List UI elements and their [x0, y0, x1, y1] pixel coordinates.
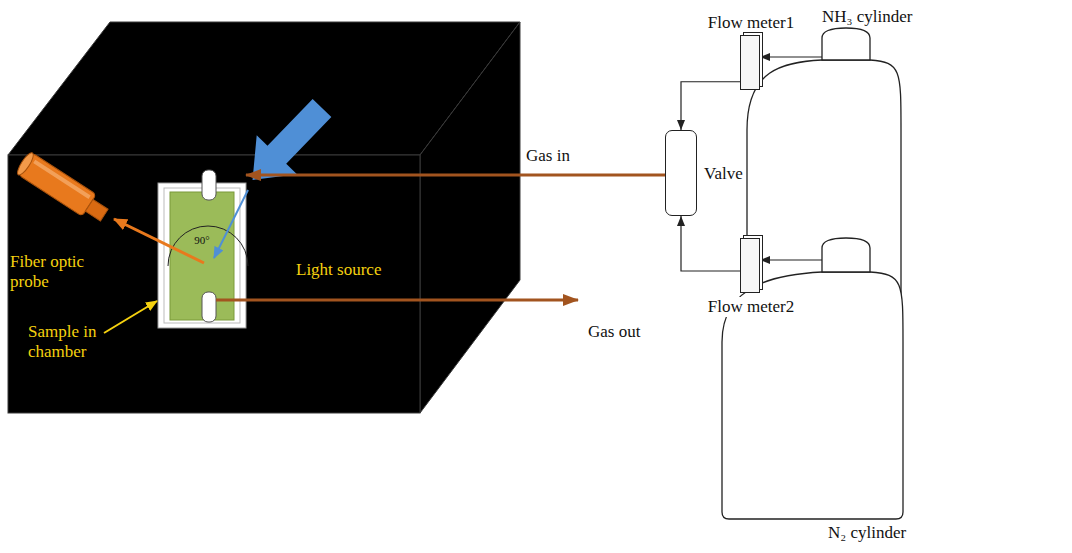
probe-highlight: [33, 160, 91, 199]
fiber-probe-icon: [15, 151, 111, 226]
part-label: Flow meter2: [706, 297, 796, 317]
part-label: Flow meter1: [708, 13, 794, 33]
cylinder-valve-cap: [822, 238, 870, 272]
box-side-face: [420, 22, 520, 413]
light-beam: [214, 190, 248, 258]
gas-line: [760, 259, 822, 260]
flow-label: Gas in: [526, 146, 570, 166]
cuvette-holder: [158, 183, 246, 328]
flow-label: Gas out: [588, 322, 640, 342]
part-label: Valve: [704, 164, 743, 184]
probe-end: [15, 151, 36, 177]
part-label: NH₃ cylinder: [822, 7, 912, 27]
gas-line: [681, 82, 740, 130]
dark-box: [8, 22, 520, 413]
cylinder-valve-cap: [822, 28, 870, 60]
light-source-arrow: [232, 89, 342, 200]
part-label: N₂ cylinder: [828, 523, 906, 543]
probe-tip: [85, 199, 108, 221]
angle-arc: [168, 226, 248, 266]
inlet-tube: [202, 170, 216, 200]
angle-label: 90°: [194, 234, 209, 247]
outlet-tube: [202, 292, 216, 322]
flow-meter: Flow meter1: [740, 35, 760, 90]
gas-line: [760, 56, 822, 57]
sample-chamber: 90°: [158, 170, 246, 328]
gas-out-arrow: [216, 299, 578, 302]
cuvette-holder-inner: [164, 188, 240, 323]
cuvette: [158, 170, 248, 328]
gas-line: [681, 216, 740, 271]
flow-meter: Flow meter2: [740, 238, 760, 293]
part-label: Light source: [296, 260, 381, 280]
emission-arrow: [114, 219, 204, 263]
part-label: Fiber optic probe: [10, 252, 98, 291]
part-label: Sample in chamber: [28, 322, 118, 361]
leader-line: [104, 301, 157, 333]
gas-in-arrow: [246, 174, 665, 177]
valve-box: Valve: [665, 130, 697, 216]
